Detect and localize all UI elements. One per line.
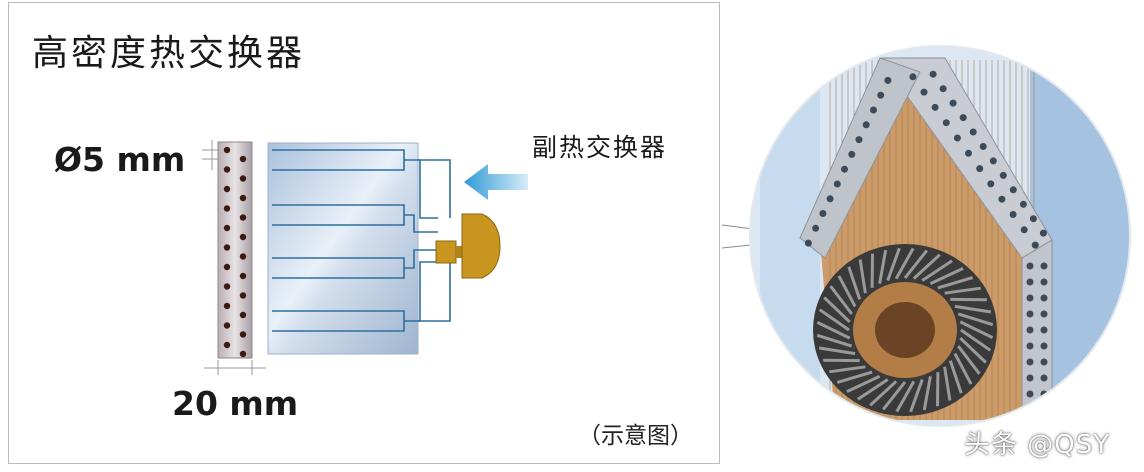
tube-hole bbox=[223, 166, 231, 173]
watermark: 头条 @QSY bbox=[964, 430, 1111, 460]
tube-hole bbox=[239, 175, 247, 182]
tube-hole bbox=[223, 283, 231, 290]
tube-hole bbox=[223, 341, 231, 349]
width-label: 20 mm bbox=[172, 384, 299, 423]
tube-hole bbox=[239, 253, 247, 260]
width-marker bbox=[204, 360, 266, 375]
schematic-note: （示意图） bbox=[578, 423, 693, 449]
tube-hole bbox=[239, 311, 247, 319]
tube-hole bbox=[223, 205, 231, 212]
tube-strip bbox=[217, 141, 253, 359]
airflow-arrow bbox=[464, 164, 528, 200]
tube-hole bbox=[223, 302, 231, 310]
tube-hole bbox=[223, 244, 231, 251]
tube-hole bbox=[223, 224, 231, 232]
tube-hole bbox=[239, 292, 247, 299]
detail-zoom-circle bbox=[749, 45, 1131, 427]
tube-hole bbox=[223, 185, 231, 193]
tube-hole bbox=[239, 350, 247, 358]
distributor bbox=[435, 213, 501, 279]
tube-hole bbox=[223, 322, 231, 329]
tube-hole bbox=[239, 194, 247, 202]
tube-hole bbox=[239, 214, 247, 221]
sub-heat-exchanger-label: 副热交换器 bbox=[532, 133, 668, 162]
tube-hole bbox=[239, 233, 247, 241]
tube-hole bbox=[239, 331, 247, 338]
page-title: 高密度热交换器 bbox=[32, 33, 306, 74]
heat-exchanger-panel bbox=[267, 142, 451, 355]
tube-hole bbox=[239, 272, 247, 280]
tube-hole bbox=[239, 155, 247, 163]
tube-diameter-label: Ø5 mm bbox=[54, 140, 186, 179]
tube-hole bbox=[223, 263, 231, 271]
tube-hole bbox=[223, 146, 231, 154]
